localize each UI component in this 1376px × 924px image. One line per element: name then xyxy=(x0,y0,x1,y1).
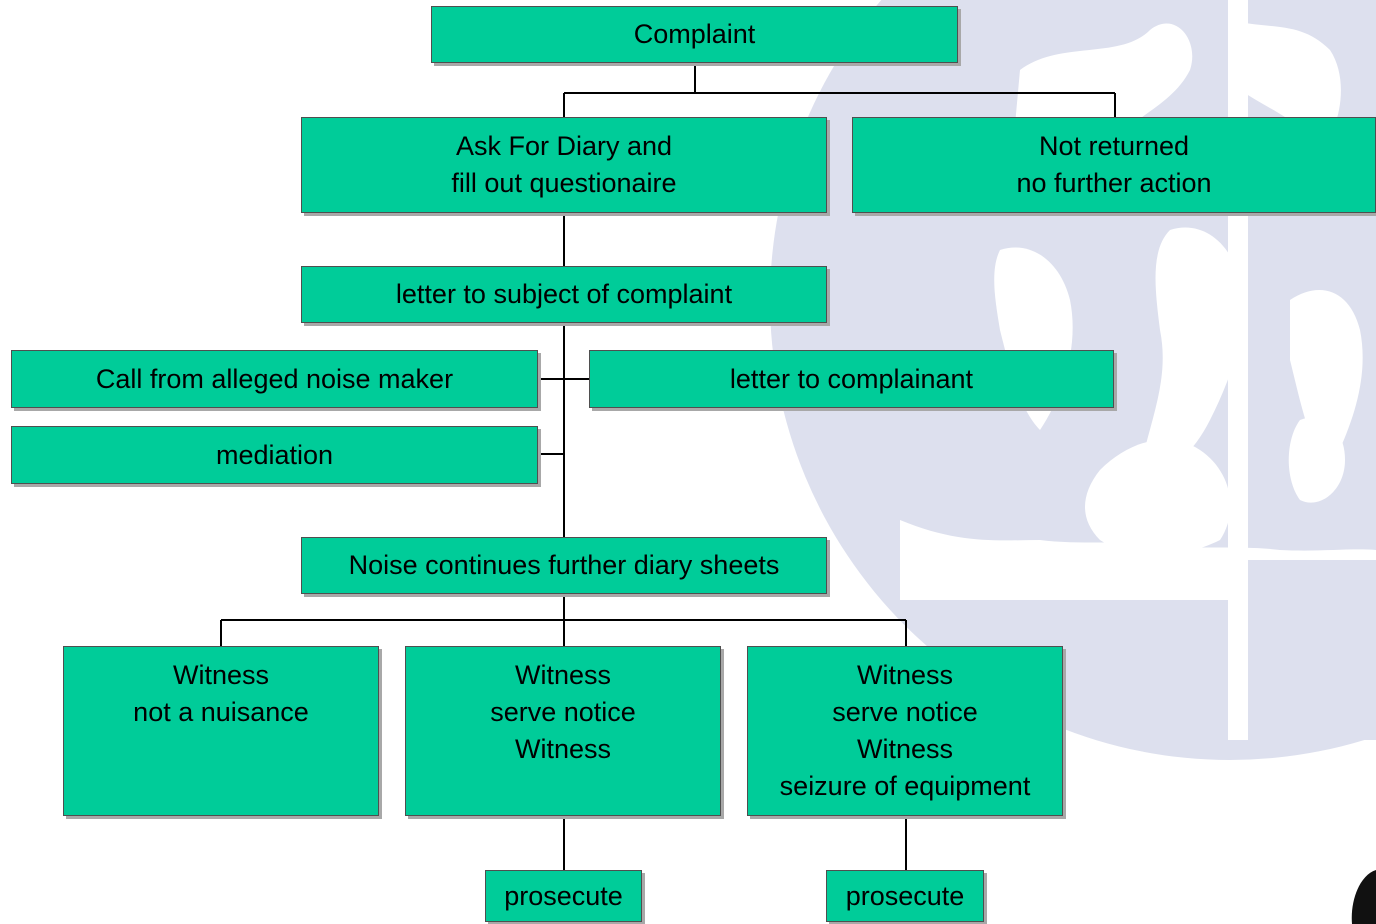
node-witness-1: Witness not a nuisance xyxy=(63,646,379,816)
node-call-noise-maker-line-1: Call from alleged noise maker xyxy=(95,363,454,394)
node-witness-3-line-1: Witness xyxy=(856,660,954,690)
node-mediation: mediation xyxy=(11,426,538,484)
node-letter-complainant-line-1: letter to complainant xyxy=(729,363,974,394)
node-letter-complainant: letter to complainant xyxy=(589,350,1114,408)
node-witness-3-line-3: Witness xyxy=(856,734,954,764)
node-witness-2: Witness serve notice Witness xyxy=(405,646,721,816)
node-noise-continues-line-1: Noise continues further diary sheets xyxy=(348,550,780,580)
node-complaint: Complaint xyxy=(431,6,958,63)
node-not-returned-line-2: no further action xyxy=(1016,168,1212,198)
node-letter-subject-line-1: letter to subject of complaint xyxy=(395,279,733,309)
emblem-lower-right xyxy=(1248,560,1376,740)
node-witness-2-line-2: serve notice xyxy=(490,697,636,727)
node-ask-diary-line-1: Ask For Diary and xyxy=(455,131,673,161)
node-witness-2-line-3: Witness xyxy=(514,734,612,764)
node-witness-3-line-4: seizure of equipment xyxy=(779,771,1031,801)
node-ask-diary: Ask For Diary and fill out questionaire xyxy=(301,117,827,213)
node-prosecute-1: prosecute xyxy=(485,870,642,922)
node-witness-1-line-1: Witness xyxy=(172,660,270,690)
node-call-noise-maker: Call from alleged noise maker xyxy=(11,350,538,408)
node-prosecute-1-line-1: prosecute xyxy=(504,880,623,911)
node-not-returned-line-1: Not returned xyxy=(1038,131,1190,161)
node-prosecute-2-line-1: prosecute xyxy=(845,880,965,911)
node-noise-continues: Noise continues further diary sheets xyxy=(301,537,827,594)
node-witness-1-line-2: not a nuisance xyxy=(133,697,309,727)
node-prosecute-2: prosecute xyxy=(826,870,984,922)
node-not-returned: Not returned no further action xyxy=(852,117,1376,213)
node-ask-diary-line-2: fill out questionaire xyxy=(451,168,677,198)
node-letter-subject: letter to subject of complaint xyxy=(301,266,827,323)
corner-logo-mark xyxy=(1351,870,1376,924)
node-witness-3: Witness serve notice Witness seizure of … xyxy=(747,646,1063,816)
node-witness-3-line-2: serve notice xyxy=(832,697,978,727)
node-witness-2-line-1: Witness xyxy=(514,660,612,690)
node-mediation-line-1: mediation xyxy=(215,439,334,470)
node-complaint-line-1: Complaint xyxy=(633,19,756,49)
